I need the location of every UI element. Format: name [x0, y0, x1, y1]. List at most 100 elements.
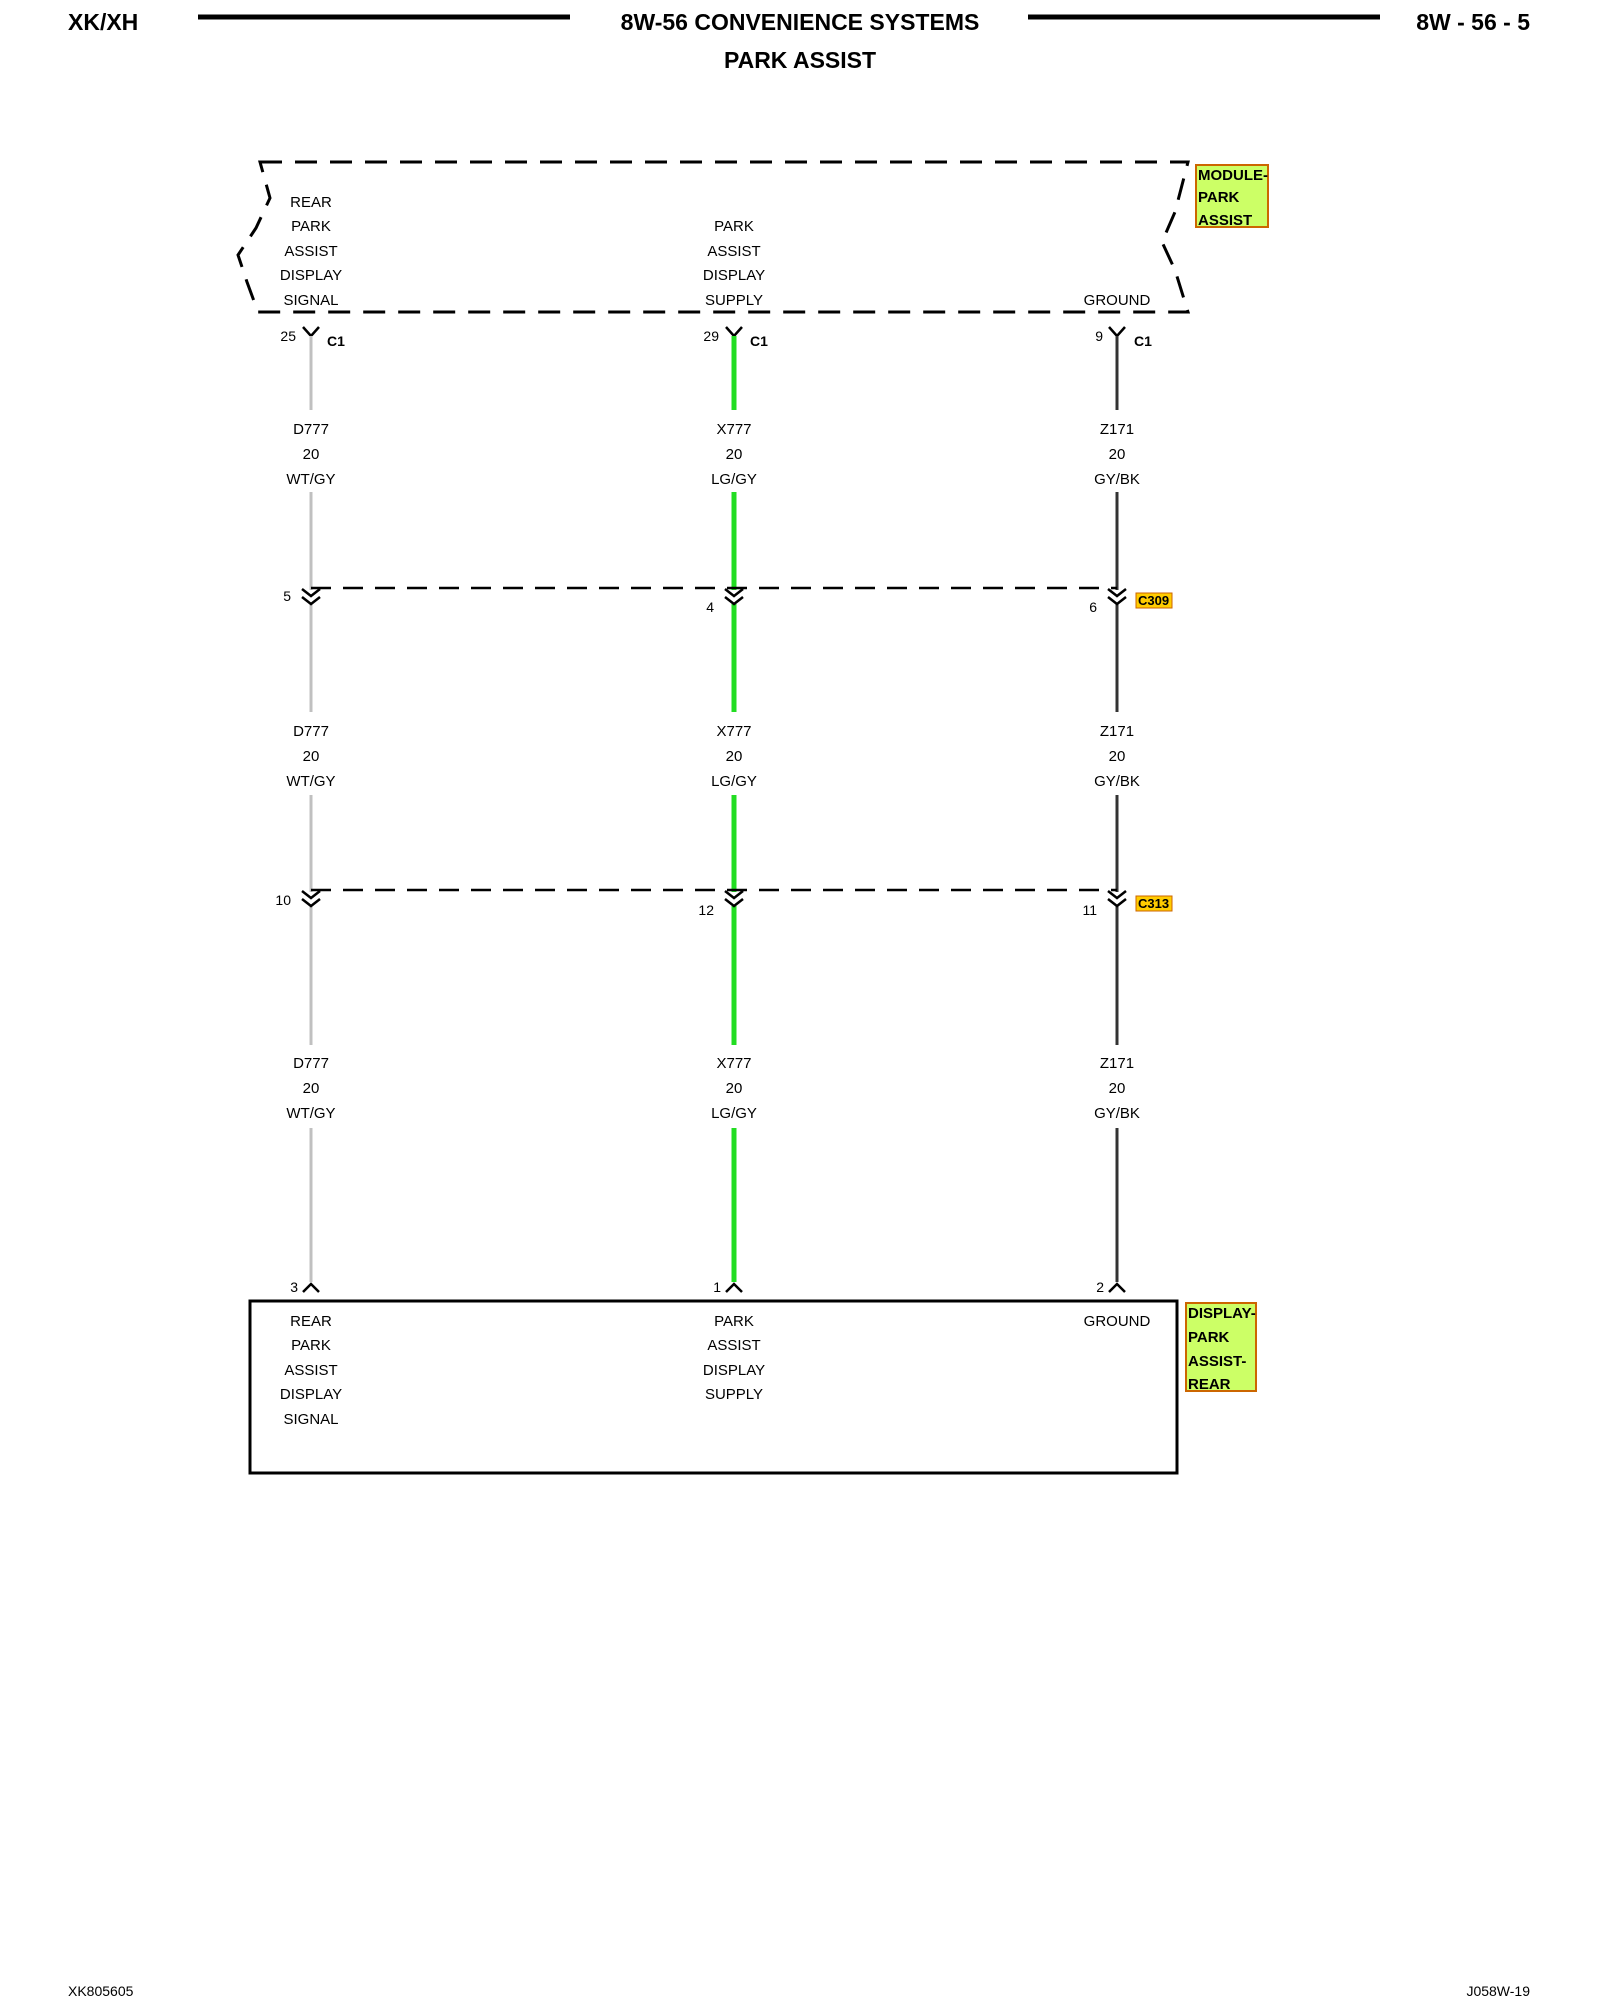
pin-number: 9: [1095, 328, 1103, 344]
module-outline: [236, 160, 1191, 314]
module-function-supply: PARK ASSIST DISPLAY SUPPLY: [703, 218, 765, 309]
display-component-tag[interactable]: DISPLAY- PARK ASSIST- REAR: [1185, 1302, 1257, 1393]
display-tag-box: [1185, 1302, 1257, 1392]
display-func-text: DISPLAY: [280, 1386, 342, 1403]
wire-color: WT/GY: [286, 471, 335, 488]
display-func-text: ASSIST: [707, 1337, 760, 1354]
pin-number: 29: [703, 328, 719, 344]
wire-labels-row-3: D777 20 WT/GY X777 20 LG/GY Z171 20 GY/B…: [286, 1055, 1140, 1122]
wire-color: WT/GY: [286, 773, 335, 790]
wire-color: GY/BK: [1094, 1105, 1140, 1122]
wire-circuit: D777: [293, 421, 329, 438]
module-func-text: PARK: [714, 218, 754, 235]
wire-circuit: D777: [293, 1055, 329, 1072]
connector-tag-box: [1135, 895, 1173, 912]
module-tag-text: PARK: [1198, 189, 1240, 206]
pin-number: 12: [698, 902, 714, 918]
display-outline: [248, 1299, 1179, 1475]
wire-color: WT/GY: [286, 1105, 335, 1122]
display-tag-text: ASSIST-: [1188, 1353, 1246, 1370]
park-assist-module: REAR PARK ASSIST DISPLAY SIGNAL PARK ASS…: [236, 160, 1269, 314]
connector-chevron-symbol: [301, 588, 321, 606]
module-component-tag[interactable]: MODULE- PARK ASSIST: [1195, 164, 1269, 229]
wire-gauge: 20: [726, 1080, 743, 1097]
page-title: 8W-56 CONVENIENCE SYSTEMS: [621, 9, 980, 35]
display-func-text: SUPPLY: [705, 1386, 763, 1403]
module-func-text: SUPPLY: [705, 292, 763, 309]
wire-circuit: X777: [716, 723, 751, 740]
wire-circuit: Z171: [1100, 723, 1134, 740]
module-func-text: DISPLAY: [703, 267, 765, 284]
wire-gauge: 20: [1109, 748, 1126, 765]
display-tag-text: DISPLAY-: [1188, 1305, 1256, 1322]
display-func-text: REAR: [290, 1313, 332, 1330]
wire-gauge: 20: [303, 446, 320, 463]
connector-chevron-symbol: [301, 890, 321, 908]
wire-gauge: 20: [1109, 1080, 1126, 1097]
female-terminal-symbol: [1108, 326, 1126, 338]
header-left: XK/XH: [68, 9, 138, 35]
male-terminal-symbol: [302, 1282, 320, 1293]
wire-circuit: X777: [716, 1055, 751, 1072]
wire-color: LG/GY: [711, 1105, 757, 1122]
module-func-text: ASSIST: [707, 243, 760, 260]
connector-chevron-symbol: [1107, 890, 1127, 908]
wire-gauge: 20: [726, 748, 743, 765]
footer-ref-id: J058W-19: [1466, 1983, 1530, 1999]
display-func-text: DISPLAY: [703, 1362, 765, 1379]
display-func-text: GROUND: [1084, 1313, 1151, 1330]
display-func-text: SIGNAL: [283, 1411, 338, 1428]
pin-number: 10: [275, 892, 291, 908]
wire-gauge: 20: [726, 446, 743, 463]
display-function-signal: REAR PARK ASSIST DISPLAY SIGNAL: [280, 1313, 342, 1428]
male-terminal-symbol: [1108, 1282, 1126, 1293]
footer-figure-id: XK805605: [68, 1983, 134, 1999]
display-function-ground: GROUND: [1084, 1313, 1151, 1330]
pin-number: 6: [1089, 599, 1097, 615]
wire-color: GY/BK: [1094, 773, 1140, 790]
wire-circuit: Z171: [1100, 1055, 1134, 1072]
pin-number: 11: [1082, 902, 1097, 918]
module-tag-text: MODULE-: [1198, 167, 1268, 184]
wire-circuit: X777: [716, 421, 751, 438]
module-func-text: DISPLAY: [280, 267, 342, 284]
inline-connector-c313[interactable]: 10 12 11 C313: [275, 888, 1173, 918]
display-func-text: ASSIST: [284, 1362, 337, 1379]
module-func-text: REAR: [290, 194, 332, 211]
wire-color: GY/BK: [1094, 471, 1140, 488]
connector-tag-text: C309: [1138, 593, 1169, 608]
connector-chevron-symbol: [1107, 588, 1127, 606]
module-tag-box: [1195, 164, 1269, 228]
module-function-signal: REAR PARK ASSIST DISPLAY SIGNAL: [280, 194, 342, 309]
module-function-ground: GROUND: [1084, 292, 1151, 309]
connector-label: C1: [750, 333, 768, 349]
inline-connector-c309[interactable]: 5 4 6 C309: [283, 586, 1173, 615]
pin-number: 25: [280, 328, 296, 344]
module-func-text: GROUND: [1084, 292, 1151, 309]
connector-label: C1: [327, 333, 345, 349]
pin-number: 5: [283, 588, 291, 604]
display-function-supply: PARK ASSIST DISPLAY SUPPLY: [703, 1313, 765, 1403]
display-tag-text: REAR: [1188, 1376, 1231, 1393]
wire-labels-row-2: D777 20 WT/GY X777 20 LG/GY Z171 20 GY/B…: [286, 723, 1140, 790]
wire-color: LG/GY: [711, 471, 757, 488]
display-func-text: PARK: [714, 1313, 754, 1330]
module-func-text: PARK: [291, 218, 331, 235]
connector-label: C1: [1134, 333, 1152, 349]
wire-gauge: 20: [1109, 446, 1126, 463]
pin-number: 3: [290, 1279, 298, 1295]
module-connector-c1: 25 29 9 C1 C1 C1: [280, 326, 1152, 349]
pin-number: 2: [1096, 1279, 1104, 1295]
module-func-text: SIGNAL: [283, 292, 338, 309]
pin-number: 1: [713, 1279, 721, 1295]
page-number: 8W - 56 - 5: [1416, 9, 1530, 35]
male-terminal-symbol: [725, 1282, 743, 1293]
module-func-text: ASSIST: [284, 243, 337, 260]
wire-gauge: 20: [303, 1080, 320, 1097]
display-func-text: PARK: [291, 1337, 331, 1354]
connector-chevron-symbol: [724, 890, 744, 908]
wire-circuit: D777: [293, 723, 329, 740]
park-assist-display: 3 1 2 REAR PARK ASSIST DISPLAY SIGNAL PA…: [248, 1279, 1257, 1475]
connector-tag-box: [1135, 592, 1173, 609]
